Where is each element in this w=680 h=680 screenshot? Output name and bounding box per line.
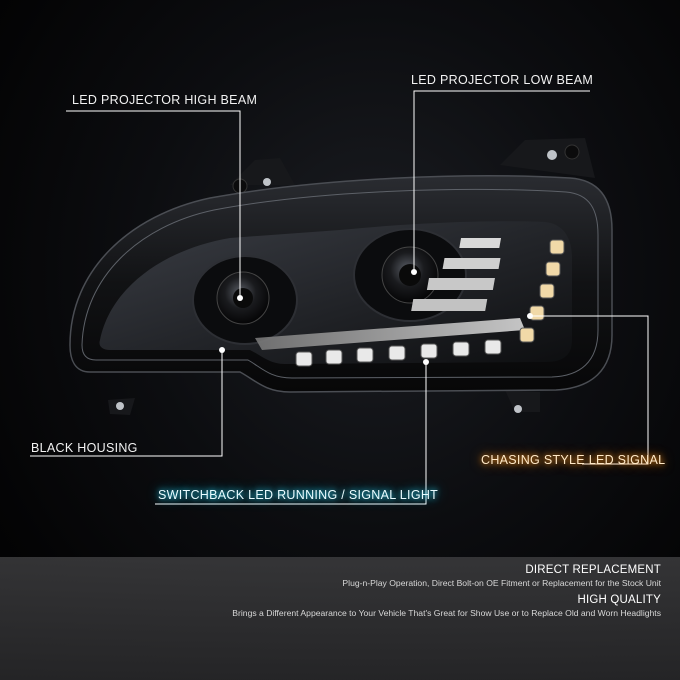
mounting-tabs (108, 138, 595, 415)
running-light-marker (423, 359, 429, 365)
signal-marker (527, 313, 533, 319)
callout-housing: BLACK HOUSING (31, 441, 138, 455)
feature-desc-high-quality: Brings a Different Appearance to Your Ve… (232, 608, 661, 618)
feature-title-direct-replacement: DIRECT REPLACEMENT (525, 564, 661, 576)
callout-high-beam: LED PROJECTOR HIGH BEAM (72, 93, 258, 107)
callout-low-beam: LED PROJECTOR LOW BEAM (411, 73, 594, 87)
low-beam-marker (411, 269, 417, 275)
callout-lines (30, 90, 649, 505)
callout-running-light: SWITCHBACK LED RUNNING / SIGNAL LIGHT (158, 488, 439, 502)
feature-info-bar: DIRECT REPLACEMENT Plug-n-Play Operation… (0, 557, 680, 680)
feature-desc-direct-replacement: Plug-n-Play Operation, Direct Bolt-on OE… (342, 578, 661, 588)
high-beam-projector (192, 255, 298, 345)
high-beam-marker (237, 295, 243, 301)
led-diodes (295, 239, 565, 367)
feature-title-high-quality: HIGH QUALITY (577, 594, 661, 606)
callout-signal: CHASING STYLE LED SIGNAL (481, 453, 666, 467)
signal-bars (411, 238, 502, 311)
housing-marker (219, 347, 225, 353)
running-light-strip (255, 318, 525, 350)
